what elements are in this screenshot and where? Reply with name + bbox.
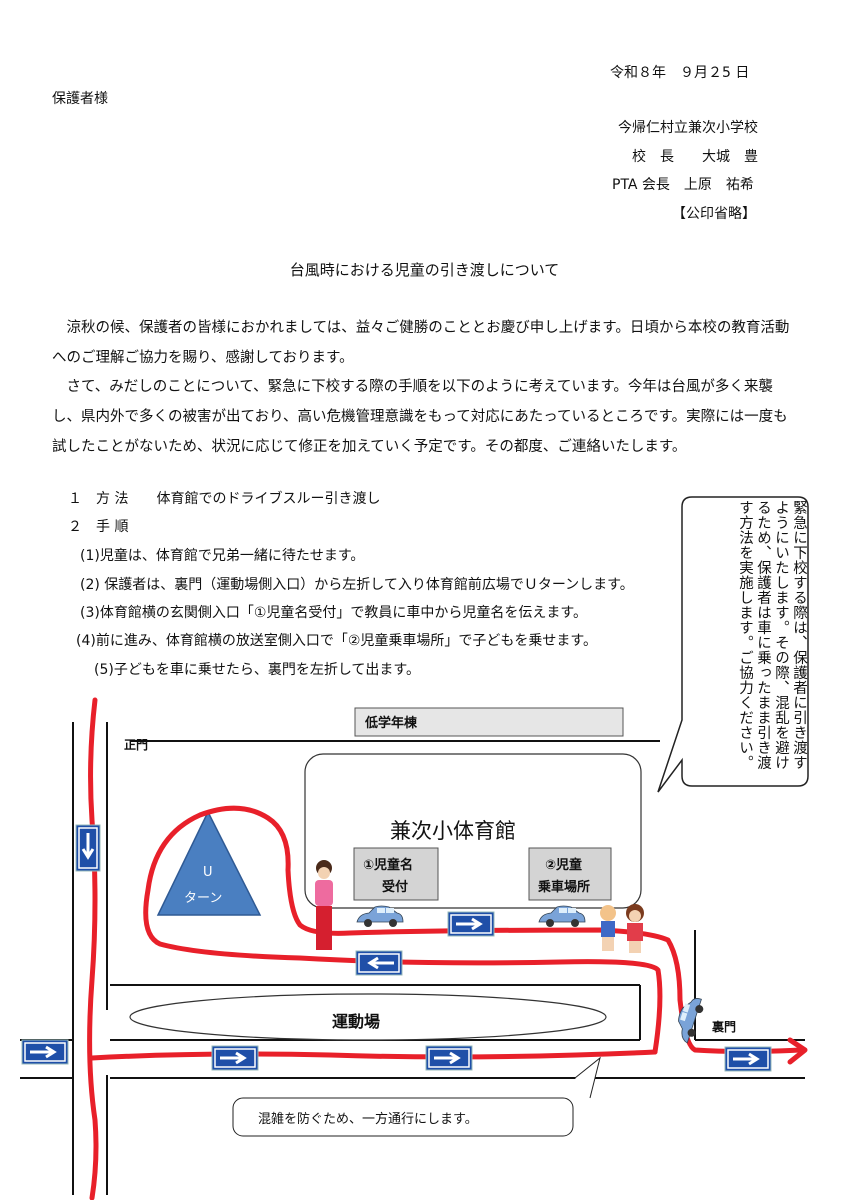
teacher-figure [315, 860, 333, 950]
arrow-sign-bottom-2 [424, 1044, 474, 1072]
svg-text:②児童: ②児童 [545, 857, 582, 873]
car-reception [356, 905, 404, 928]
step-3: (3)体育館横の玄関側入口「①児童名受付」で教員に車中から児童名を伝えます。 [80, 605, 587, 621]
callout-text: 緊急に下校する際は、保護者に引き渡すようにいたします。その際、混乱を避けるため、… [737, 500, 807, 770]
callout-bubble [657, 496, 809, 793]
arrow-sign-gym-front [446, 910, 496, 938]
step-5: (5)子どもを車に乗せたら、裏門を左折して出ます。 [94, 662, 421, 678]
svg-text:混雑を防ぐため、一方通行にします。: 混雑を防ぐため、一方通行にします。 [258, 1111, 478, 1127]
svg-text:ターン: ターン [184, 891, 222, 906]
car-pickup [538, 905, 586, 928]
svg-text:U: U [203, 865, 213, 880]
children-figures [600, 904, 644, 953]
school-name: 今帰仁村立兼次小学校 [618, 120, 758, 136]
step-4: (4)前に進み、体育館横の放送室側入口で「②児童乗車場所」で子どもを乗せます。 [76, 633, 597, 649]
road-lines [20, 722, 805, 1195]
one-way-note: 混雑を防ぐため、一方通行にします。 [232, 1056, 601, 1137]
step-2: (2) 保護者は、裏門（運動場側入口）から左折して入り体育館前広場でＵターンしま… [80, 577, 634, 593]
gym-label: 兼次小体育館 [390, 819, 516, 843]
field-ellipse [129, 993, 607, 1041]
drive-route [87, 697, 808, 1200]
purpose-paragraph: さて、みだしのことについて、緊急に下校する際の手順を以下のように考えています。今… [52, 379, 788, 455]
addressee: 保護者様 [52, 91, 108, 107]
station-pickup: ②児童 乗車場所 [528, 847, 612, 901]
arrow-sign-left-entry [20, 1038, 70, 1066]
field-label: 運動場 [332, 1012, 380, 1031]
svg-text:乗車場所: 乗車場所 [537, 879, 590, 895]
car-exiting [671, 993, 707, 1045]
date: 令和８年 ９月２5 日 [610, 65, 750, 81]
method-item: １ 方 法 体育館でのドライブスルー引き渡し [68, 491, 381, 507]
seal-note: 【公印省略】 [672, 206, 756, 222]
greeting-paragraph: 涼秋の候、保護者の皆様におかれましては、益々ご健勝のこととお慶び申し上げます。日… [52, 320, 790, 366]
station-reception: ①児童名 受付 [353, 847, 439, 901]
arrow-sign-bottom-1 [210, 1044, 260, 1072]
svg-text:受付: 受付 [382, 879, 408, 895]
front-gate-label: 正門 [124, 738, 148, 752]
pta-president: PTA 会長 上原 祐希 [612, 177, 754, 193]
lower-grade-building-label: 低学年棟 [364, 715, 418, 731]
uturn-marker: U ターン [156, 810, 262, 916]
step-1: (1)児童は、体育館で兄弟一緒に待たせます。 [80, 548, 365, 564]
arrow-sign-exit [723, 1045, 773, 1073]
back-gate-label: 裏門 [711, 1019, 736, 1034]
procedure-heading: ２ 手 順 [68, 519, 129, 535]
arrow-sign-vertical [74, 823, 102, 873]
lower-grade-building: 低学年棟 [354, 707, 624, 737]
svg-text:①児童名: ①児童名 [363, 857, 413, 873]
document-title: 台風時における児童の引き渡しについて [289, 261, 560, 279]
principal-name: 校 長 大城 豊 [632, 149, 758, 165]
arrow-sign-return [354, 949, 404, 977]
